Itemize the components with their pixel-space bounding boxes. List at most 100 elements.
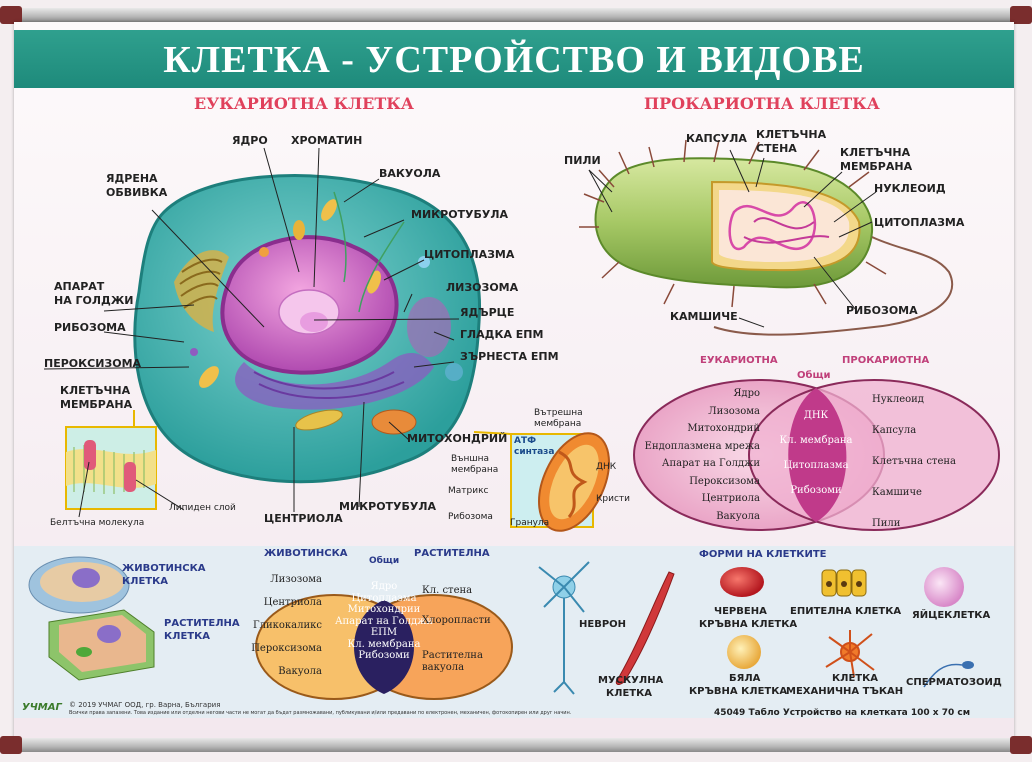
label-animal-cell-1: ЖИВОТИНСКА: [122, 563, 206, 574]
bottom-venn-left-item: Пероксизома: [251, 643, 322, 654]
label-muscle-1: МУСКУЛНА: [598, 675, 664, 686]
label-red-cell-2: КРЪВНА КЛЕТКА: [699, 619, 798, 630]
label-mech-cell-2: МЕХАНИЧНА ТЪКАН: [786, 686, 904, 697]
label-white-cell-2: КРЪВНА КЛЕТКА: [689, 686, 788, 697]
label-flagellum: КАМШИЧЕ: [670, 310, 738, 323]
eukaryotic-cell-illustration: [133, 174, 482, 484]
forms-title: ФОРМИ НА КЛЕТКИТЕ: [699, 549, 827, 560]
label-chromatin: ХРОМАТИН: [291, 134, 363, 147]
mitochondrion-inset: [473, 431, 610, 532]
label-sperm: СПЕРМАТОЗОИД: [906, 677, 1002, 688]
label-inner-membrane-2: мембрана: [534, 419, 582, 429]
venn-top-common-item: Цитоплазма: [783, 460, 849, 471]
label-granule: Гранула: [510, 518, 550, 528]
label-membrane-1: КЛЕТЪЧНА: [60, 384, 131, 397]
label-egg: ЯЙЦЕКЛЕТКА: [912, 610, 991, 621]
bottom-venn-common-item: Митохондрии: [347, 604, 421, 615]
cell-forms-illustrations: [720, 567, 974, 688]
label-epithelial: ЕПИТЕЛНА КЛЕТКА: [790, 606, 902, 617]
venn-top-left-item: Апарат на Голджи: [661, 458, 760, 469]
label-cell-wall-1: КЛЕТЪЧНА: [756, 128, 827, 141]
bottom-venn-common-title: Общи: [369, 556, 400, 566]
plant-cell-thumb: [48, 609, 155, 681]
prokaryotic-cell-illustration: [579, 139, 954, 336]
label-pro-cytoplasm: ЦИТОПЛАЗМА: [874, 216, 965, 229]
bottom-venn-left-title: ЖИВОТИНСКА: [264, 548, 348, 559]
prokaryote-heading: ПРОКАРИОТНА КЛЕТКА: [644, 94, 880, 113]
label-ribosome: РИБОЗОМА: [54, 321, 126, 334]
bottom-venn-right-title: РАСТИТЕЛНА: [414, 548, 490, 559]
label-mech-cell-1: КЛЕТКА: [832, 673, 879, 684]
eukaryote-leader-lines: [43, 147, 460, 518]
venn-top-right-item: Нуклеоид: [872, 394, 924, 405]
label-pro-membrane-2: МЕМБРАНА: [840, 160, 913, 173]
label-pro-ribosome: РИБОЗОМА: [846, 304, 918, 317]
rights-text: Всички права запазени. Това издание или …: [69, 710, 572, 716]
venn-top-right-item: Капсула: [872, 425, 917, 436]
bottom-venn-common-item: Рибозоми: [358, 650, 410, 661]
label-nucleus: ЯДРО: [232, 134, 268, 147]
venn-top-left-item: Ядро: [733, 388, 760, 399]
venn-top-right-item: Камшиче: [872, 487, 922, 498]
label-inner-membrane-1: Вътрешна: [534, 408, 583, 418]
label-plant-cell-1: РАСТИТЕЛНА: [164, 618, 240, 629]
venn-top-left-item: Лизозома: [708, 405, 760, 417]
venn-top-common-item: Рибозоми: [790, 485, 842, 496]
brand-logo: УЧМАГ: [22, 702, 62, 713]
label-lysosome: ЛИЗОЗОМА: [446, 281, 519, 294]
label-neuron: НЕВРОН: [579, 619, 627, 630]
label-dna: ДНК: [596, 462, 617, 472]
label-microtubule-bottom: МИКРОТУБУЛА: [339, 500, 437, 513]
label-nucleoid: НУКЛЕОИД: [874, 182, 946, 195]
label-membrane-2: МЕМБРАНА: [60, 398, 133, 411]
label-muscle-2: КЛЕТКА: [606, 688, 653, 699]
label-animal-cell-2: КЛЕТКА: [122, 576, 169, 587]
bottom-venn-right-item: Растителна: [422, 650, 483, 661]
label-envelope-1: ЯДРЕНА: [106, 172, 158, 185]
neuron-illustration: [538, 561, 590, 695]
label-lipid-layer: Липиден слой: [169, 503, 236, 513]
top-venn-diagram: [633, 379, 1000, 531]
label-golgi-2: НА ГОЛДЖИ: [54, 294, 134, 307]
bottom-venn-left-item: Гликокаликс: [253, 620, 322, 631]
illustrations: [14, 139, 1014, 718]
label-nucleolus: ЯДЪРЦЕ: [460, 306, 515, 319]
label-rough-er: ЗЪРНЕСТА ЕПМ: [460, 350, 559, 363]
copyright-text: © 2019 УЧМАГ ООД, гр. Варна, България: [69, 701, 221, 709]
label-mitochondrion: МИТОХОНДРИЙ: [407, 432, 508, 445]
venn-top-left-item: Пероксизома: [689, 475, 760, 487]
label-protein-molecule: Белтъчна молекула: [50, 518, 145, 528]
label-vacuole: ВАКУОЛА: [379, 167, 441, 180]
bottom-venn-common-item: Апарат на Голджи: [334, 615, 434, 627]
bottom-venn-right-item: Кл. стена: [422, 585, 473, 596]
poster: КЛЕТКА - УСТРОЙСТВО И ВИДОВЕ: [14, 22, 1014, 740]
venn-top-right-item: Пили: [872, 518, 901, 529]
muscle-cell-illustration: [615, 571, 675, 685]
bottom-venn-right-item: Хлоропласти: [422, 615, 491, 626]
bottom-venn-common-item: ЕПМ: [370, 627, 398, 638]
venn-top-left-title: ЕУКАРИОТНА: [700, 355, 778, 366]
bottom-venn-left-item: Вакуола: [278, 666, 322, 677]
title-banner: КЛЕТКА - УСТРОЙСТВО И ВИДОВЕ: [14, 30, 1014, 88]
venn-top-left-item: Ендоплазмена мрежа: [644, 440, 760, 452]
poster-title: КЛЕТКА - УСТРОЙСТВО И ВИДОВЕ: [163, 39, 865, 81]
label-cell-wall-2: СТЕНА: [756, 142, 797, 155]
product-code: 45049 Табло Устройство на клетката 100 x…: [714, 708, 971, 718]
label-matrix: Матрикс: [448, 486, 489, 496]
label-plant-cell-2: КЛЕТКА: [164, 631, 211, 642]
venn-top-common-title: Общи: [797, 370, 831, 381]
top-hanger-rod: [0, 6, 1032, 24]
bottom-hanger-rod: [0, 736, 1032, 754]
label-centriole: ЦЕНТРИОЛА: [264, 512, 343, 525]
bottom-venn-right-item: вакуола: [422, 662, 465, 673]
label-pili: ПИЛИ: [564, 154, 601, 167]
venn-top-left-item: Вакуола: [716, 510, 760, 522]
label-cristae: Кристи: [596, 494, 630, 504]
label-pro-membrane-1: КЛЕТЪЧНА: [840, 146, 911, 159]
label-white-cell-1: БЯЛА: [729, 673, 761, 684]
animal-cell-thumb: [28, 556, 130, 614]
venn-top-right-title: ПРОКАРИОТНА: [842, 355, 930, 366]
label-smooth-er: ГЛАДКА ЕПМ: [460, 328, 544, 341]
venn-top-left-item: Митохондрий: [687, 423, 760, 434]
label-microtubule-top: МИКРОТУБУЛА: [411, 208, 509, 221]
